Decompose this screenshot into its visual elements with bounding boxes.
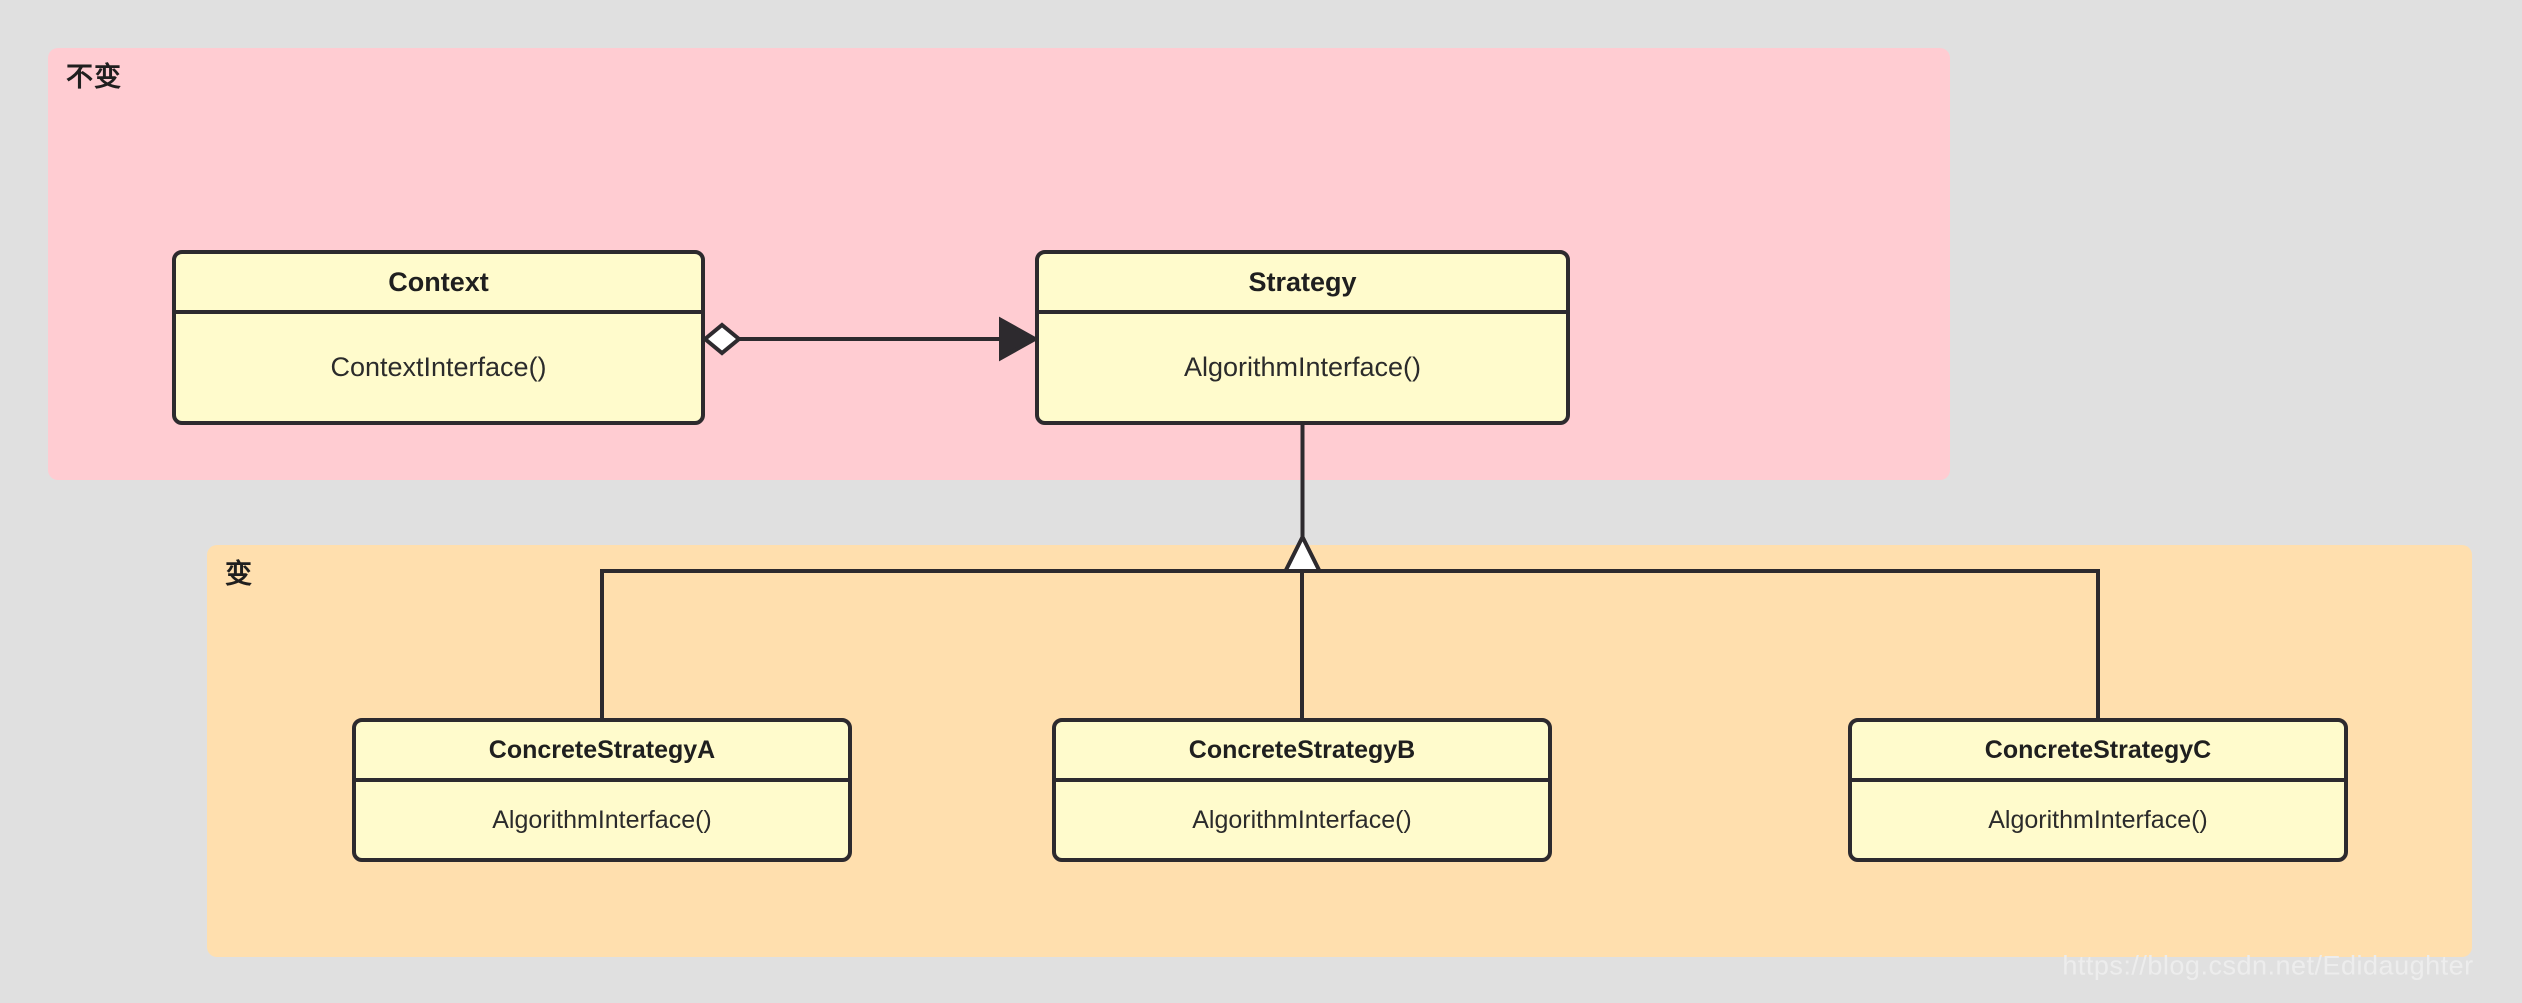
region-invariant-label: 不变 bbox=[66, 62, 122, 92]
class-methods-context: ContextInterface() bbox=[330, 352, 547, 382]
class-box-strategy[interactable]: Strategy AlgorithmInterface() bbox=[1035, 250, 1570, 425]
class-box-context[interactable]: Context ContextInterface() bbox=[172, 250, 705, 425]
class-name-strategy: Strategy bbox=[1039, 254, 1566, 314]
watermark: https://blog.csdn.net/Edidaughter bbox=[2062, 950, 2474, 981]
class-name-context: Context bbox=[176, 254, 701, 314]
region-variant-label: 变 bbox=[225, 559, 253, 589]
class-box-concrete-strategy-c[interactable]: ConcreteStrategyC AlgorithmInterface() bbox=[1848, 718, 2348, 862]
class-box-concrete-strategy-a[interactable]: ConcreteStrategyA AlgorithmInterface() bbox=[352, 718, 852, 862]
class-methods-concrete-strategy-a: AlgorithmInterface() bbox=[492, 805, 712, 834]
class-methods-concrete-strategy-c: AlgorithmInterface() bbox=[1988, 805, 2208, 834]
class-name-concrete-strategy-b: ConcreteStrategyB bbox=[1056, 722, 1548, 782]
class-box-concrete-strategy-b[interactable]: ConcreteStrategyB AlgorithmInterface() bbox=[1052, 718, 1552, 862]
class-methods-concrete-strategy-b: AlgorithmInterface() bbox=[1192, 805, 1412, 834]
class-methods-strategy: AlgorithmInterface() bbox=[1183, 352, 1422, 382]
class-name-concrete-strategy-c: ConcreteStrategyC bbox=[1852, 722, 2344, 782]
class-name-concrete-strategy-a: ConcreteStrategyA bbox=[356, 722, 848, 782]
